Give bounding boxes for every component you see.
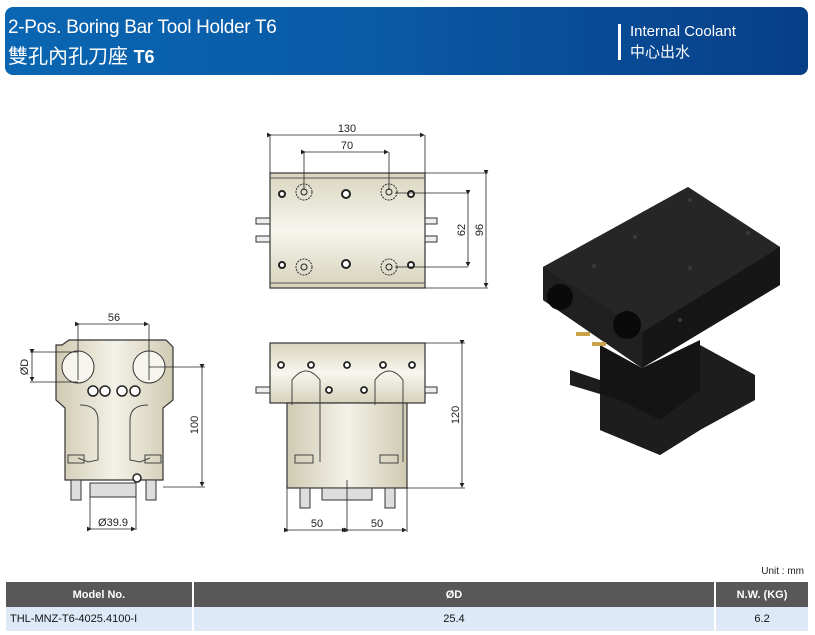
cell-net-weight: 6.2 bbox=[715, 607, 810, 631]
title-english: 2-Pos. Boring Bar Tool Holder T6 bbox=[8, 17, 277, 38]
dim-height-96: 96 bbox=[474, 224, 486, 236]
table-row: THL-MNZ-T6-4025.4100-I 25.4 6.2 bbox=[6, 607, 810, 631]
dim-hole-vertical-62: 62 bbox=[456, 224, 468, 236]
dim-left-half-50: 50 bbox=[311, 518, 323, 530]
header-model-no: Model No. bbox=[6, 582, 194, 607]
product-render bbox=[543, 187, 780, 455]
title-chinese-text: 雙孔內孔刀座 bbox=[8, 46, 128, 68]
header-banner bbox=[5, 7, 808, 75]
front-view: 56 ØD 100 Ø39.9 bbox=[19, 312, 205, 532]
dim-shank-diameter: Ø39.9 bbox=[98, 517, 128, 529]
dim-hole-spacing-70: 70 bbox=[341, 140, 353, 152]
header-net-weight: N.W. (KG) bbox=[715, 582, 810, 607]
unit-label: Unit : mm bbox=[761, 566, 804, 577]
title-chinese: 雙孔內孔刀座 T6 bbox=[8, 40, 155, 69]
dim-bore-diameter: ØD bbox=[19, 359, 31, 376]
table-header-row: Model No. ØD N.W. (KG) bbox=[6, 582, 810, 607]
title-chinese-suffix: T6 bbox=[133, 47, 155, 67]
side-view: 120 50 50 bbox=[255, 340, 465, 533]
spec-table: Model No. ØD N.W. (KG) THL-MNZ-T6-4025.4… bbox=[6, 582, 810, 631]
technical-drawing: 130 70 62 96 56 ØD bbox=[19, 123, 780, 533]
dim-bore-spacing-56: 56 bbox=[108, 312, 120, 324]
feature-chinese: 中心出水 bbox=[630, 44, 691, 61]
header-diameter: ØD bbox=[192, 582, 717, 607]
dim-height-120: 120 bbox=[450, 406, 462, 424]
cell-model-no: THL-MNZ-T6-4025.4100-I bbox=[6, 607, 194, 631]
dim-height-100: 100 bbox=[189, 416, 201, 434]
dim-width-130: 130 bbox=[338, 123, 356, 135]
feature-english: Internal Coolant bbox=[630, 23, 736, 40]
dim-right-half-50: 50 bbox=[371, 518, 383, 530]
header-divider bbox=[618, 24, 621, 60]
cell-diameter: 25.4 bbox=[192, 607, 717, 631]
top-view: 130 70 62 96 bbox=[255, 123, 489, 289]
